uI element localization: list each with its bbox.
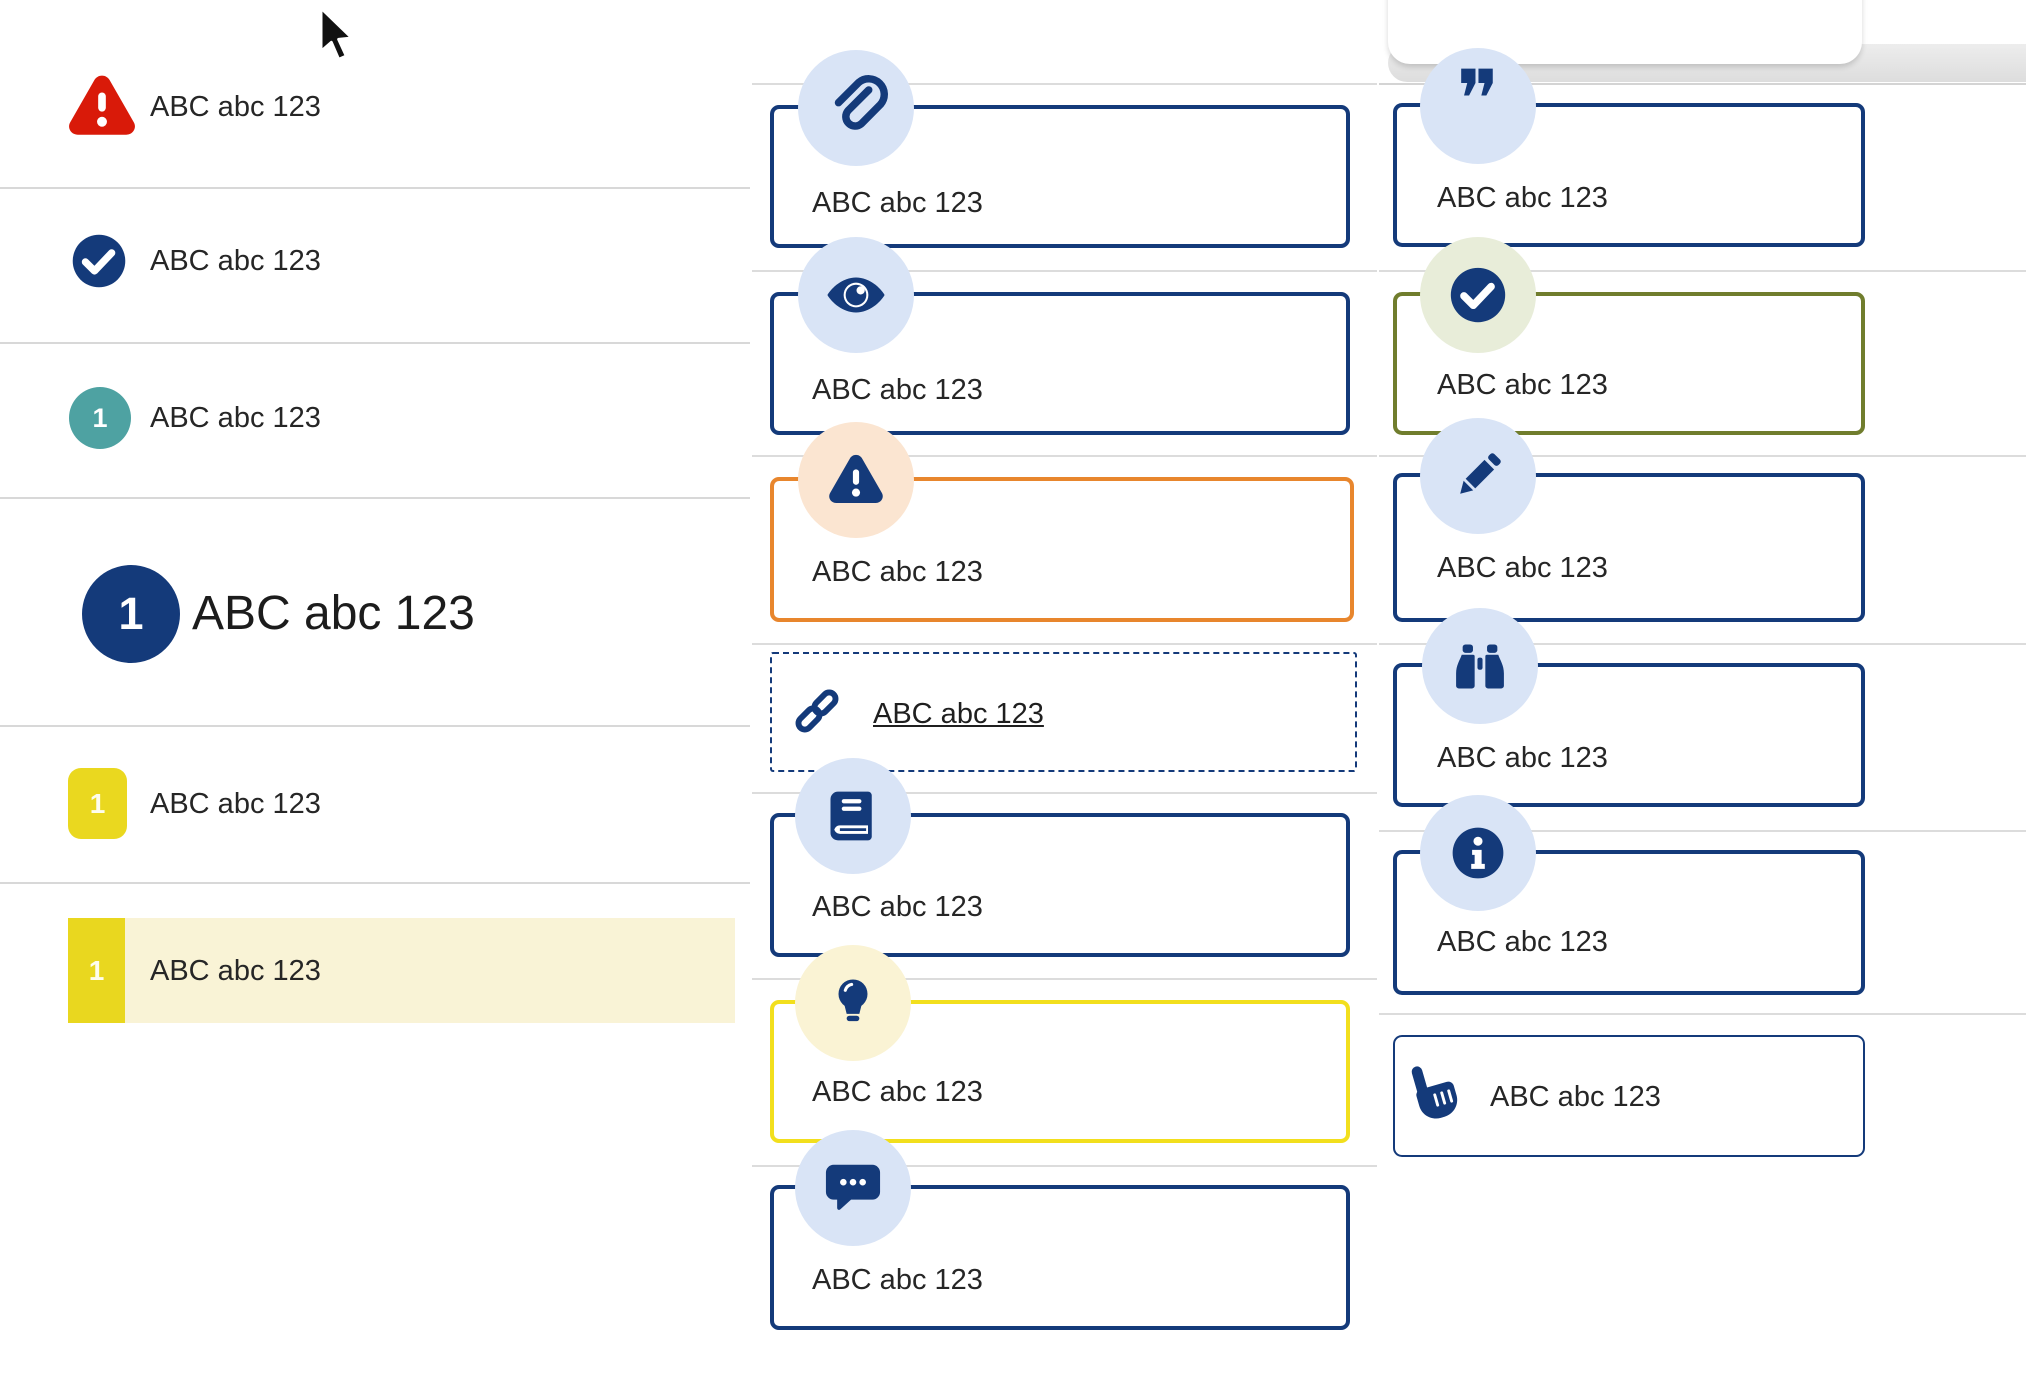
- divider: [752, 978, 1377, 980]
- list-item-label[interactable]: ABC abc 123: [150, 788, 321, 820]
- check-circle-icon: [70, 232, 128, 290]
- binoculars-icon: [1422, 608, 1538, 724]
- badge-number: 1: [92, 402, 108, 433]
- alert-triangle-icon: [66, 72, 138, 140]
- pencil-icon: [1420, 418, 1536, 534]
- list-item-label[interactable]: ABC abc 123: [150, 245, 321, 277]
- check-circle-icon: [1420, 237, 1536, 353]
- badge-number: 1: [89, 787, 106, 819]
- divider: [1379, 270, 2026, 272]
- divider: [752, 455, 1377, 457]
- divider: [752, 792, 1377, 794]
- card-label: ABC abc 123: [812, 187, 983, 219]
- divider: [1379, 643, 2026, 645]
- divider: [0, 187, 750, 189]
- badge-number: 1: [118, 588, 144, 639]
- card-label: ABC abc 123: [812, 1076, 983, 1108]
- divider: [1379, 830, 2026, 832]
- quote-icon: ❞: [1420, 48, 1536, 164]
- card-link-label[interactable]: ABC abc 123: [873, 698, 1044, 730]
- divider: [0, 497, 750, 499]
- card-label: ABC abc 123: [1437, 926, 1608, 958]
- divider: [752, 643, 1377, 645]
- divider: [752, 83, 1377, 85]
- pointing-hand-icon: [1405, 1056, 1467, 1132]
- divider: [1379, 83, 2026, 85]
- badge-number: 1: [88, 954, 105, 986]
- callout-card-action[interactable]: [1393, 1035, 1865, 1157]
- card-label: ABC abc 123: [1437, 552, 1608, 584]
- callout-card-quote: [1393, 103, 1865, 247]
- card-label: ABC abc 123: [1437, 742, 1608, 774]
- lightbulb-icon: [795, 945, 911, 1061]
- section-heading: ABC abc 123: [192, 587, 475, 640]
- eye-icon: [798, 237, 914, 353]
- book-icon: [795, 758, 911, 874]
- teal-number-badge: 1: [69, 387, 131, 449]
- card-label: ABC abc 123: [812, 374, 983, 406]
- navy-number-circle: 1: [82, 565, 180, 663]
- list-item-label[interactable]: ABC abc 123: [150, 402, 321, 434]
- paperclip-icon: [798, 50, 914, 166]
- divider: [0, 342, 750, 344]
- mouse-cursor: [316, 6, 356, 70]
- divider: [752, 270, 1377, 272]
- card-label: ABC abc 123: [812, 1264, 983, 1296]
- card-label: ABC abc 123: [1490, 1081, 1661, 1113]
- info-icon: [1420, 795, 1536, 911]
- highlighted-list-item[interactable]: 1 ABC abc 123: [68, 918, 735, 1023]
- divider: [0, 725, 750, 727]
- divider: [1379, 455, 2026, 457]
- card-label: ABC abc 123: [1437, 369, 1608, 401]
- divider: [1379, 1013, 2026, 1015]
- divider: [0, 882, 750, 884]
- callout-card-link[interactable]: [770, 652, 1357, 772]
- list-item-label[interactable]: ABC abc 123: [150, 91, 321, 123]
- link-icon: [788, 678, 846, 744]
- yellow-number-square: 1: [68, 768, 127, 839]
- card-label: ABC abc 123: [1437, 182, 1608, 214]
- card-label: ABC abc 123: [812, 556, 983, 588]
- yellow-number-block: 1: [68, 918, 125, 1023]
- list-item-label: ABC abc 123: [150, 955, 321, 987]
- quote-glyph: ❞: [1456, 53, 1500, 146]
- chat-bubble-icon: [795, 1130, 911, 1246]
- warning-triangle-icon: [798, 422, 914, 538]
- card-label: ABC abc 123: [812, 891, 983, 923]
- divider: [752, 1165, 1377, 1167]
